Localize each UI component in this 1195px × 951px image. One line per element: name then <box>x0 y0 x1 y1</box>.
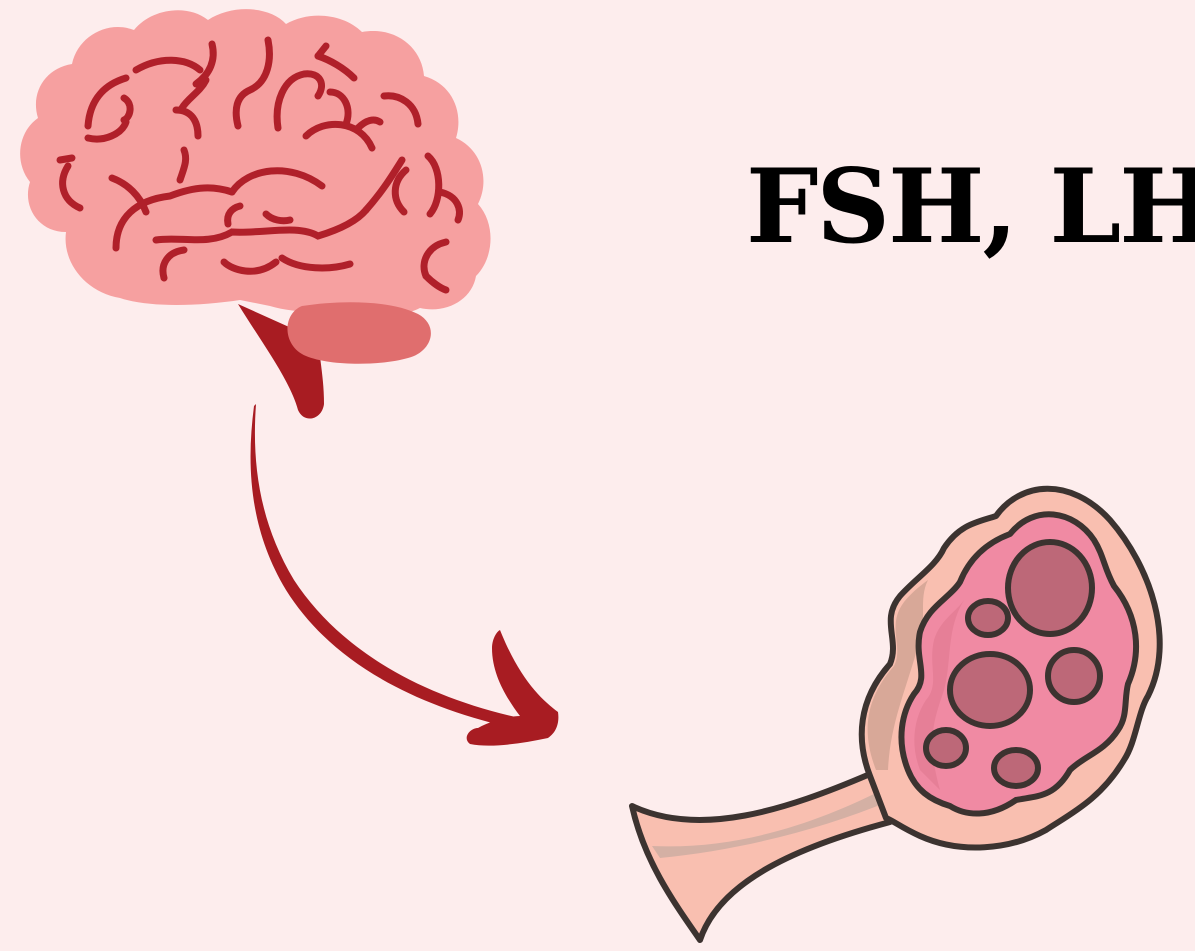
ovary-icon <box>632 489 1160 940</box>
curved-arrow-icon <box>251 404 559 746</box>
pituitary-gland-icon <box>287 302 430 364</box>
hormone-label: FSH, LH <box>746 156 1195 258</box>
brain-icon <box>20 9 490 316</box>
